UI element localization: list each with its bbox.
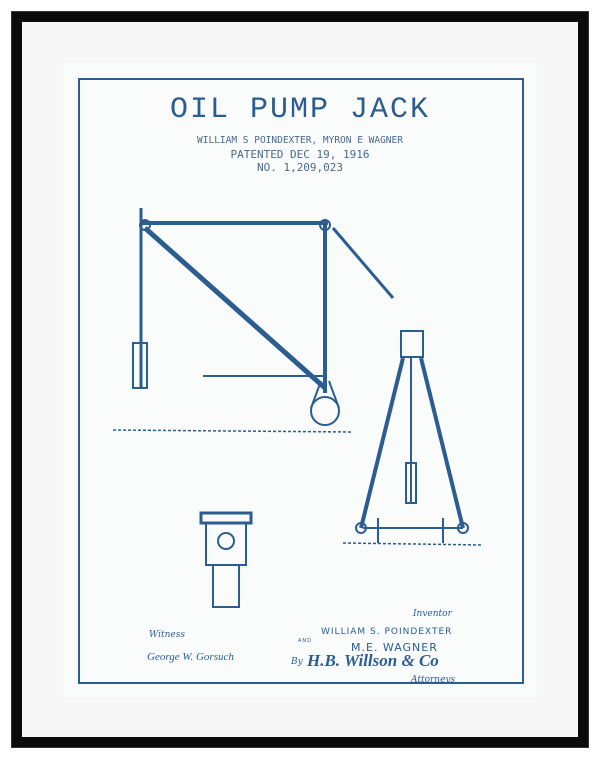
inventor-2: M.E. WAGNER [351,641,438,654]
attorneys-label: Attorneys [411,675,456,685]
figure-3 [342,330,484,546]
witness-signature: George W. Gorsuch [147,651,234,663]
inventor-1: WILLIAM S. POINDEXTER [321,627,453,637]
patent-date: PATENTED DEC 19, 1916 [230,148,370,161]
patent-print: OIL PUMP JACK WILLIAM S POINDEXTER, MYRO… [63,63,537,697]
patent-drawings [112,208,484,608]
patent-number: NO. 1,209,023 [256,161,344,174]
inventors-line: WILLIAM S POINDEXTER, MYRON E WAGNER [197,135,403,146]
witness-label: Witness [149,630,185,640]
inventor-label: Inventor [413,609,452,619]
picture-frame: OIL PUMP JACK WILLIAM S POINDEXTER, MYRO… [12,12,588,747]
print-border [78,78,524,684]
figure-4 [199,511,253,608]
by-label: By [291,657,303,667]
attorney-signature: H.B. Willson & Co [307,651,439,670]
and-label: AND [298,638,313,644]
figure-1 [112,208,395,433]
mat-board: OIL PUMP JACK WILLIAM S POINDEXTER, MYRO… [22,22,578,737]
print-title: OIL PUMP JACK [169,93,431,127]
